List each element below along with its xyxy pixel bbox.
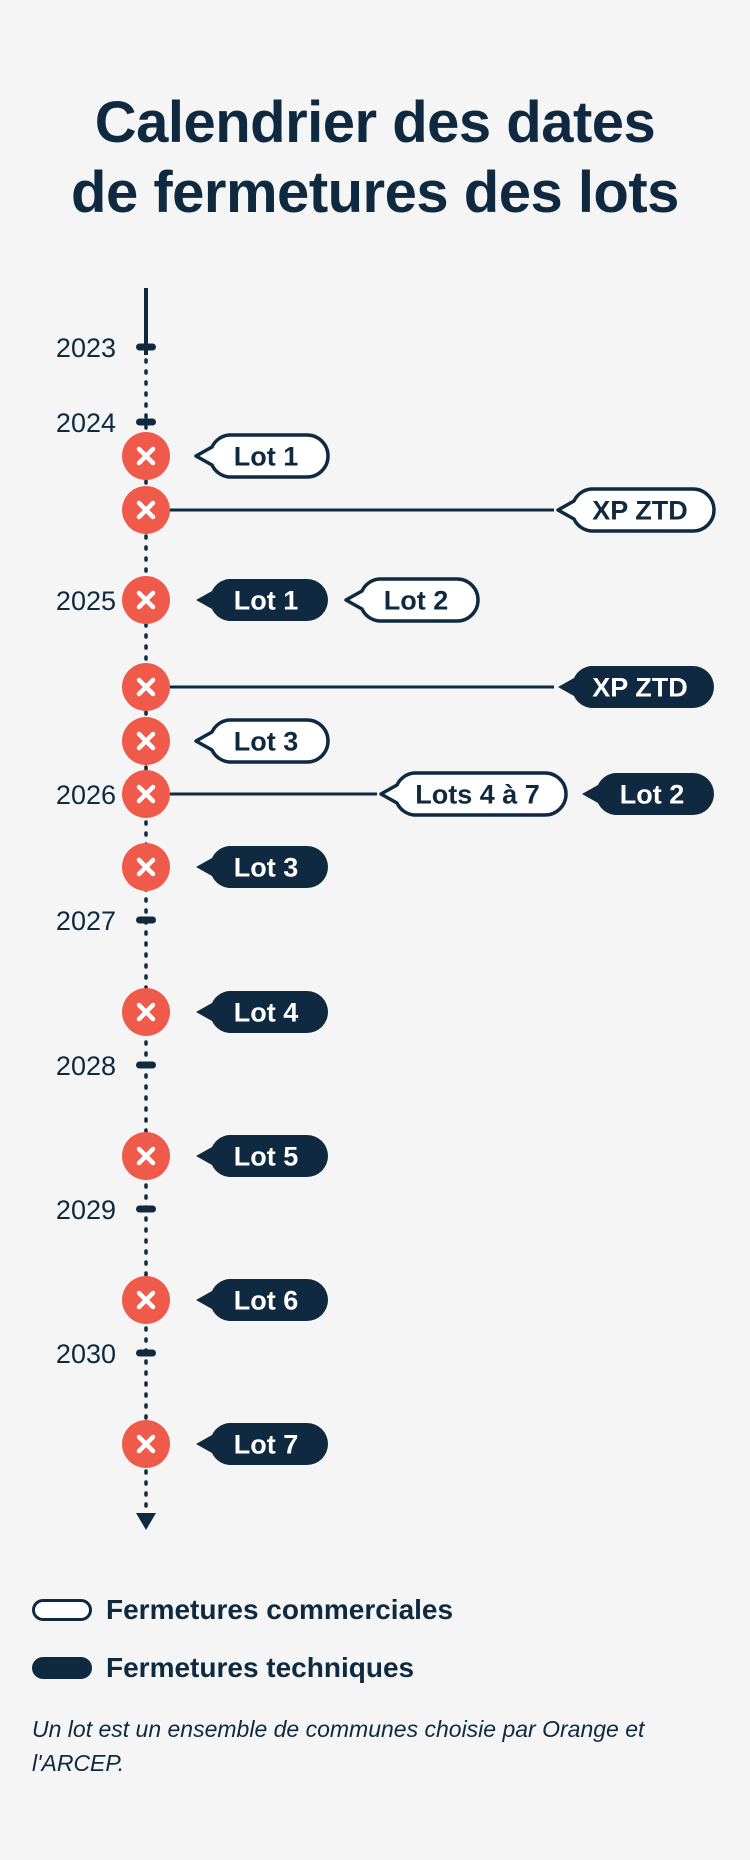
year-label: 2023 bbox=[56, 333, 116, 363]
close-icon bbox=[136, 1434, 156, 1454]
close-icon bbox=[136, 590, 156, 610]
legend-item-commerciales: Fermetures commerciales bbox=[32, 1594, 732, 1625]
pill-commerciale bbox=[194, 718, 330, 764]
pill-label: Lot 1 bbox=[234, 442, 299, 472]
pill-technique bbox=[196, 991, 328, 1033]
pill-label: XP ZTD bbox=[592, 496, 688, 526]
close-icon bbox=[136, 446, 156, 466]
pill-label: Lot 2 bbox=[384, 586, 449, 616]
close-icon bbox=[136, 1290, 156, 1310]
legend-swatch-outline bbox=[32, 1599, 92, 1621]
legend: Fermetures commerciales Fermetures techn… bbox=[32, 1594, 732, 1711]
pill-label: Lots 4 à 7 bbox=[415, 780, 540, 810]
year-label: 2029 bbox=[56, 1195, 116, 1225]
pill-label: XP ZTD bbox=[592, 673, 688, 703]
pill-label: Lot 6 bbox=[234, 1286, 299, 1316]
year-tick bbox=[136, 418, 156, 426]
title-line-2: de fermetures des lots bbox=[71, 160, 679, 225]
close-icon bbox=[136, 1146, 156, 1166]
close-icon bbox=[136, 731, 156, 751]
pill-technique bbox=[196, 1423, 328, 1465]
year-tick bbox=[136, 1205, 156, 1213]
pill-label: Lot 3 bbox=[234, 727, 299, 757]
pill-technique bbox=[196, 1135, 328, 1177]
pill-technique bbox=[196, 846, 328, 888]
year-tick bbox=[136, 1061, 156, 1069]
pill-technique bbox=[196, 1279, 328, 1321]
pill-technique bbox=[582, 773, 714, 815]
pill-commerciale bbox=[344, 577, 480, 623]
close-icon bbox=[136, 500, 156, 520]
pill-label: Lot 4 bbox=[234, 998, 299, 1028]
pill-technique bbox=[196, 579, 328, 621]
legend-swatch-filled bbox=[32, 1657, 92, 1679]
pill-label: Lot 5 bbox=[234, 1142, 299, 1172]
legend-item-techniques: Fermetures techniques bbox=[32, 1652, 732, 1683]
year-label: 2024 bbox=[56, 408, 116, 438]
pill-commerciale bbox=[556, 487, 716, 533]
year-tick bbox=[136, 916, 156, 924]
pill-commerciale bbox=[379, 771, 568, 817]
year-label: 2027 bbox=[56, 906, 116, 936]
year-label: 2026 bbox=[56, 780, 116, 810]
year-label: 2028 bbox=[56, 1051, 116, 1081]
close-icon bbox=[136, 784, 156, 804]
year-label: 2030 bbox=[56, 1339, 116, 1369]
pill-label: Lot 7 bbox=[234, 1430, 299, 1460]
pill-commerciale bbox=[194, 433, 330, 479]
year-tick bbox=[136, 343, 156, 351]
title-line-1: Calendrier des dates bbox=[94, 90, 656, 155]
pill-label: Lot 2 bbox=[620, 780, 685, 810]
close-icon bbox=[136, 677, 156, 697]
pill-label: Lot 1 bbox=[234, 586, 299, 616]
footnote: Un lot est un ensemble de communes chois… bbox=[32, 1716, 645, 1776]
year-tick bbox=[136, 1349, 156, 1357]
timeline-diagram: 2023 2024 2025 2026 2027 2028 2029 2030 Lot 1 XP … bbox=[56, 288, 716, 1530]
legend-label: Fermetures techniques bbox=[106, 1652, 415, 1683]
pill-label: Lot 3 bbox=[234, 853, 299, 883]
close-icon bbox=[136, 1002, 156, 1022]
legend-label: Fermetures commerciales bbox=[106, 1594, 454, 1625]
year-label: 2025 bbox=[56, 586, 116, 616]
pill-technique bbox=[558, 666, 714, 708]
axis-arrow bbox=[136, 1513, 156, 1530]
close-icon bbox=[136, 857, 156, 877]
page-title: Calendrier des dates de fermetures des l… bbox=[0, 88, 750, 228]
